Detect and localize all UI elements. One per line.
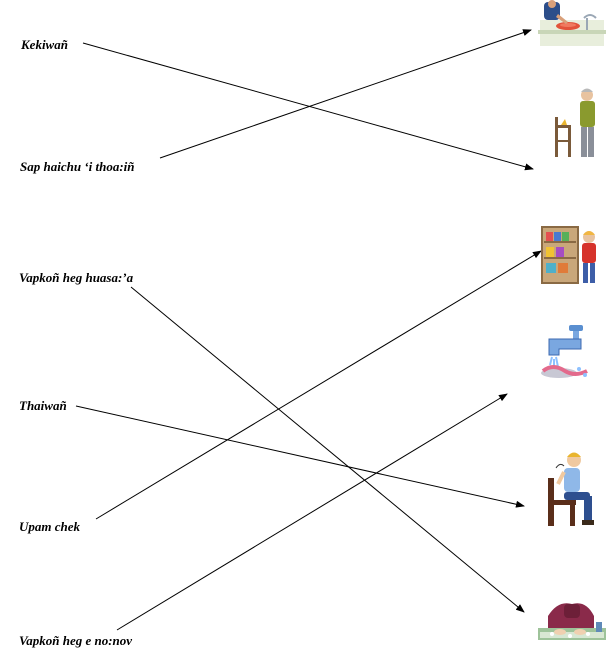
boy-sitting-down-picture <box>548 452 594 526</box>
arrow-vapkon-huasa <box>130 286 525 613</box>
faucet-water-picture <box>541 325 588 378</box>
washing-hands-picture <box>538 603 606 640</box>
arrow-upam-chek <box>95 250 542 520</box>
arrow-vapkon-nonov <box>116 393 508 631</box>
washing-dishes-picture <box>538 0 606 46</box>
arrow-kekiwan <box>82 42 534 171</box>
putting-clothes-away-picture <box>541 226 596 284</box>
phrase-vapkon-nonov: Vapkoñ heg e no:nov <box>19 633 133 648</box>
phrase-kekiwan: Kekiwañ <box>21 37 68 52</box>
old-man-sitting-picture <box>555 88 595 157</box>
arrow-thaiwan <box>75 405 525 508</box>
phrase-vapkon-huasa: Vapkoñ heg huasa:’a <box>19 270 134 285</box>
phrase-upam-chek: Upam chek <box>19 519 81 534</box>
phrase-sap-haichu: Sap haichu ‘i thoa:iñ <box>20 159 135 174</box>
phrase-thaiwan: Thaiwañ <box>19 398 67 413</box>
arrow-sap-haichu <box>159 29 532 159</box>
